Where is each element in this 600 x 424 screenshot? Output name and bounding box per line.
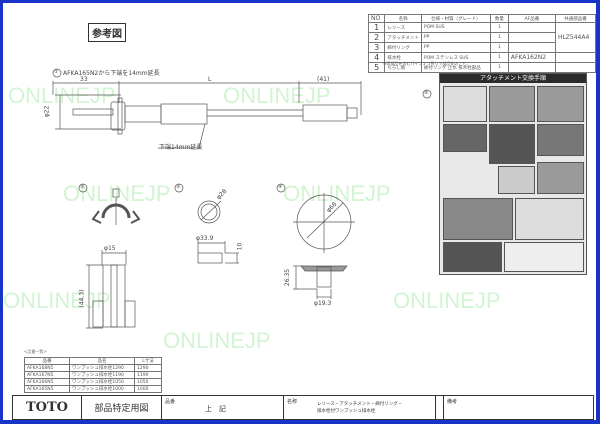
drawing-1-waste-pipe	[52, 68, 362, 149]
drawing-sheet: ONLINEJP ONLINEJP ONLINEJP ONLINEJP ONLI…	[3, 3, 597, 420]
divider	[436, 396, 444, 419]
watermark: ONLINEJP	[283, 181, 391, 206]
technical-drawings	[52, 68, 432, 329]
parts-note: ※印部品を含むパイプ２つ折りで部品化のこと。	[383, 61, 471, 66]
part-number-label: 品番	[165, 399, 176, 405]
marker-3: ③	[176, 184, 181, 190]
document-type: 部品特定用図	[82, 396, 162, 419]
dim-dia33-9: φ33.9	[196, 235, 214, 242]
table-header: NO 名称 仕様・材質（グレード） 数量 AF品番 共通部品番	[367, 14, 597, 23]
drawing-1-caption: AFKA165N2から下端を14mm延長	[63, 70, 160, 77]
marker-1: ①	[54, 69, 59, 75]
drawing-4-drain-plug	[276, 183, 355, 299]
part-number-value: 上 記	[205, 405, 227, 413]
watermark: ONLINEJP	[393, 288, 501, 313]
dim-dia22: φ22	[43, 105, 51, 118]
part-number-cell: 品番 上 記	[162, 396, 284, 419]
table-header: 品番 品名 L寸法	[24, 357, 162, 365]
watermark: ONLINEJP	[8, 83, 116, 108]
marker-2: ②	[80, 184, 85, 190]
dim-26-35: 26.35	[284, 268, 292, 287]
size-table-title: <品番一覧>	[24, 349, 47, 354]
callout-extension: 下端14mm延長	[159, 144, 203, 151]
watermark: ONLINEJP	[163, 328, 271, 353]
toto-logo: TOTO	[13, 396, 82, 419]
table-row: 1 レリース POM SUS 1 HLZ544A4	[367, 22, 597, 53]
dim-41: (41)	[317, 76, 330, 83]
reference-label: 参考図	[88, 23, 126, 42]
instructions-title: アタッチメント交換手順	[440, 74, 586, 83]
name-value-line-2: 排水栓付ワンプッシュ排水栓	[317, 409, 376, 414]
dim-dia19-3: φ19.3	[314, 300, 332, 307]
name-value-line-1: レリース・アタッチメント・締付リング・	[317, 402, 403, 407]
dim-dia15: φ15	[104, 245, 116, 252]
drawing-3-ring	[174, 183, 239, 264]
marker-4: ④	[278, 184, 283, 190]
drawing-2-attachment	[78, 183, 141, 329]
attachment-replacement-instructions: アタッチメント交換手順	[439, 73, 587, 275]
name-label: 名称	[287, 399, 298, 405]
dim-44-3: (44.3)	[78, 289, 86, 308]
table-row: 4 排水栓 POM ステンレス SUS 1 AFKA162N2	[367, 52, 597, 63]
dim-10: 10	[236, 242, 244, 251]
dim-L: L	[208, 76, 212, 83]
marker-5-circle	[422, 89, 432, 99]
watermark: ONLINEJP	[223, 83, 331, 108]
name-cell: 名称 レリース・アタッチメント・締付リング・ 排水栓付ワンプッシュ排水栓	[284, 396, 436, 419]
table-row: 5 ちらし板 締付リング 止水 排水栓部品 1	[367, 62, 597, 73]
dim-33: 33	[80, 76, 88, 83]
marker-5: ⑤	[424, 90, 429, 96]
parts-table: NO 名称 仕様・材質（グレード） 数量 AF品番 共通部品番 1 レリース P…	[367, 14, 597, 73]
title-block: TOTO 部品特定用図 品番 上 記 名称 レリース・アタッチメント・締付リング…	[12, 395, 594, 420]
remarks-label: 備考	[447, 399, 458, 405]
watermark: ONLINEJP	[63, 181, 171, 206]
